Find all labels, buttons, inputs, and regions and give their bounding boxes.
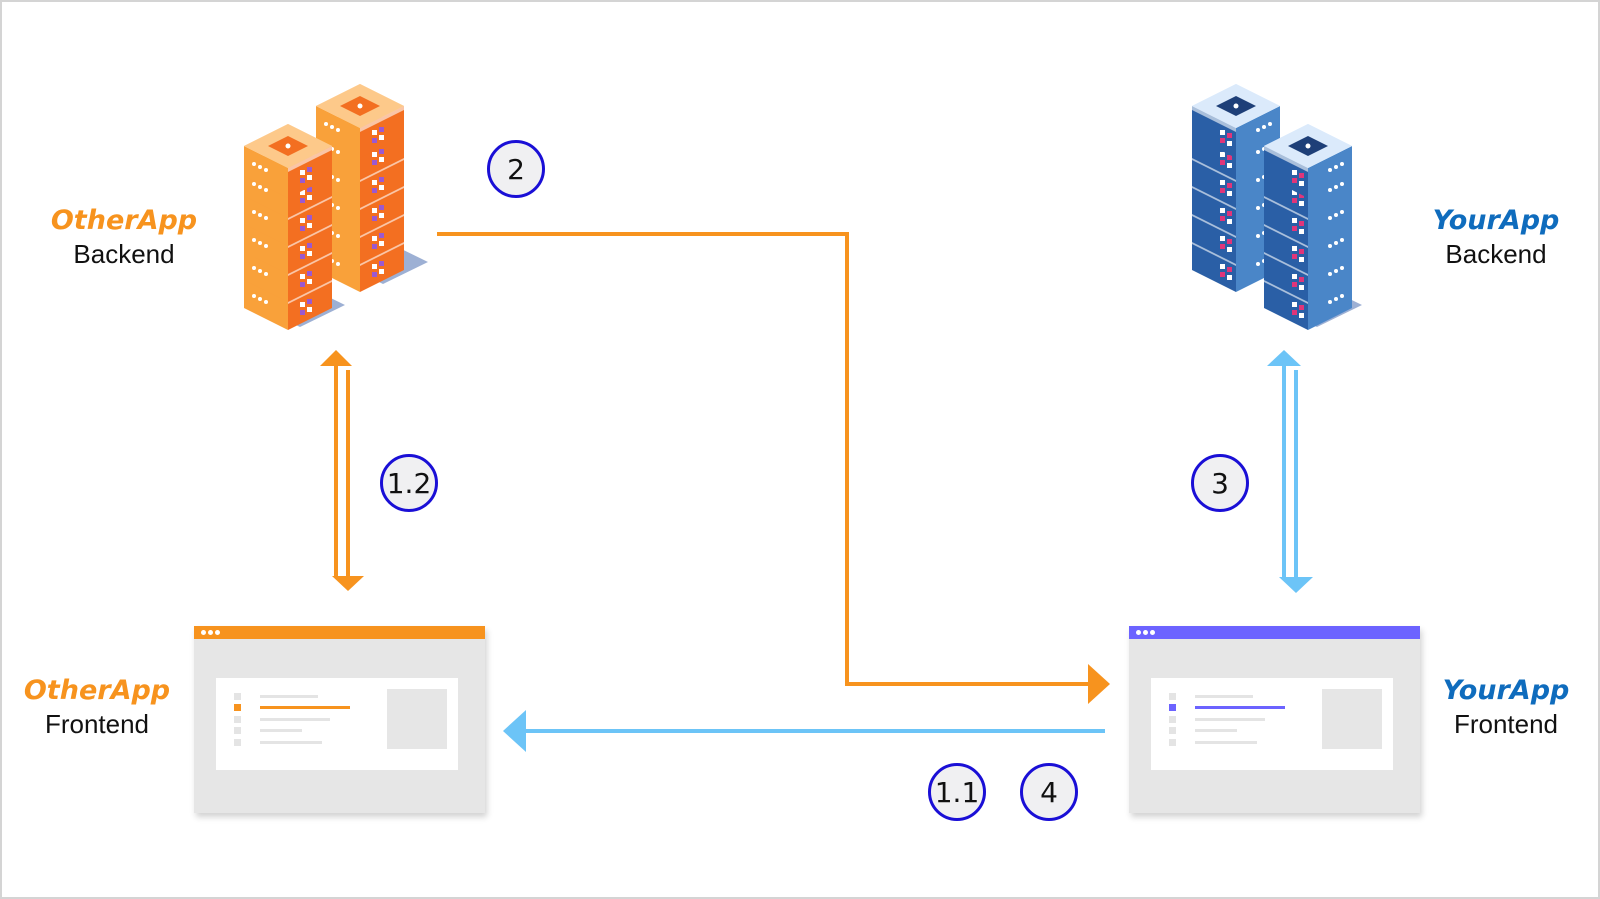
arrowhead-down-icon xyxy=(332,576,364,591)
list-line xyxy=(260,718,330,721)
your-backend-role: Backend xyxy=(1445,238,1547,269)
list-line xyxy=(1195,729,1237,732)
window-dot-icon xyxy=(1136,630,1141,635)
arrowhead-up-icon xyxy=(1267,350,1301,366)
other-backend-server-icon xyxy=(244,84,428,330)
list-bullet-active xyxy=(234,704,241,711)
list-bullet xyxy=(1169,739,1176,746)
step-badge-4: 4 xyxy=(1020,763,1078,821)
list-line-active xyxy=(260,706,350,709)
your-backend-server-icon xyxy=(1192,84,1362,330)
edge-your-backend-your-frontend xyxy=(1267,350,1313,593)
step-badge-2: 2 xyxy=(487,140,545,198)
window-dot-icon xyxy=(208,630,213,635)
list-bullet xyxy=(234,739,241,746)
list-bullet xyxy=(234,727,241,734)
other-frontend-label: OtherApp Frontend xyxy=(17,674,177,740)
list-bullet xyxy=(234,716,241,723)
list-line-active xyxy=(1195,706,1285,709)
list-line xyxy=(1195,718,1265,721)
list-bullet-active xyxy=(1169,704,1176,711)
window-dot-icon xyxy=(1143,630,1148,635)
other-backend-role: Backend xyxy=(73,238,175,269)
list-line xyxy=(1195,741,1257,744)
other-frontend-browser-icon xyxy=(194,626,485,813)
browser-title-bar xyxy=(1129,626,1420,639)
arrowhead-left-icon xyxy=(503,710,526,752)
image-placeholder xyxy=(387,689,447,749)
other-frontend-app-name: OtherApp xyxy=(23,675,171,706)
list-line xyxy=(260,729,302,732)
other-frontend-role: Frontend xyxy=(44,708,150,739)
list-line xyxy=(1195,695,1253,698)
edge-other-backend-other-frontend xyxy=(320,350,364,591)
list-bullet xyxy=(1169,727,1176,734)
browser-title-bar xyxy=(194,626,485,639)
your-frontend-role: Frontend xyxy=(1453,708,1559,739)
step-badge-3: 3 xyxy=(1191,454,1249,512)
arrowhead-right-icon xyxy=(1088,664,1110,704)
arrowhead-down-icon xyxy=(1279,577,1313,593)
your-backend-label: YourApp Backend xyxy=(1416,204,1576,270)
list-bullet xyxy=(234,693,241,700)
window-dot-icon xyxy=(1150,630,1155,635)
your-frontend-app-name: YourApp xyxy=(1442,675,1570,706)
window-dot-icon xyxy=(215,630,220,635)
arrowhead-up-icon xyxy=(320,350,352,366)
your-frontend-browser-icon xyxy=(1129,626,1420,813)
other-backend-label: OtherApp Backend xyxy=(44,204,204,270)
step-badge-1-1: 1.1 xyxy=(928,763,986,821)
list-line xyxy=(260,695,318,698)
list-bullet xyxy=(1169,716,1176,723)
your-frontend-label: YourApp Frontend xyxy=(1426,674,1586,740)
list-line xyxy=(260,741,322,744)
list-bullet xyxy=(1169,693,1176,700)
edge-your-frontend-to-other-frontend xyxy=(503,710,1105,752)
browser-content-panel xyxy=(1151,678,1393,770)
window-dot-icon xyxy=(201,630,206,635)
other-backend-app-name: OtherApp xyxy=(50,205,198,236)
edge-other-backend-to-your-frontend xyxy=(437,232,1110,704)
image-placeholder xyxy=(1322,689,1382,749)
your-backend-app-name: YourApp xyxy=(1432,205,1560,236)
browser-content-panel xyxy=(216,678,458,770)
step-badge-1-2: 1.2 xyxy=(380,454,438,512)
